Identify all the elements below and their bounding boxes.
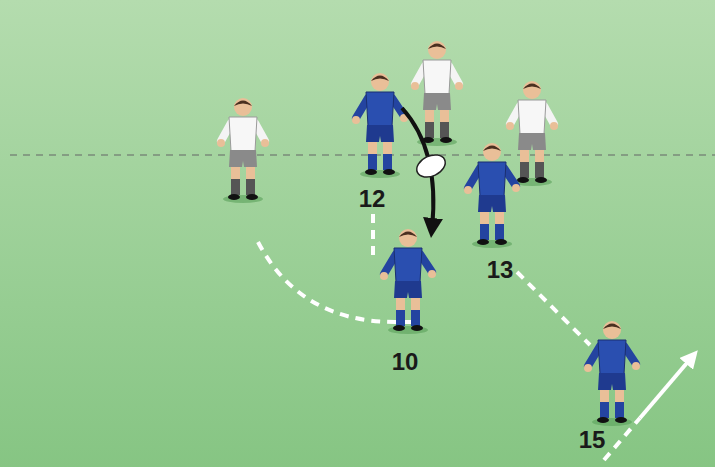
- run-line: [517, 272, 590, 345]
- run-line: [371, 214, 375, 258]
- callout-number: 15: [579, 428, 606, 452]
- defender: [217, 98, 269, 203]
- attacker: [464, 143, 520, 248]
- callout-number: 10: [392, 350, 419, 374]
- attacker: [380, 229, 436, 334]
- ball: [413, 151, 449, 182]
- attacker: [352, 73, 408, 178]
- gain-line: [10, 154, 715, 156]
- defender: [506, 81, 558, 186]
- callout-number: 12: [359, 187, 386, 211]
- callout-number: 13: [487, 258, 514, 282]
- attacker: [584, 321, 640, 426]
- run-arrow: [640, 357, 692, 418]
